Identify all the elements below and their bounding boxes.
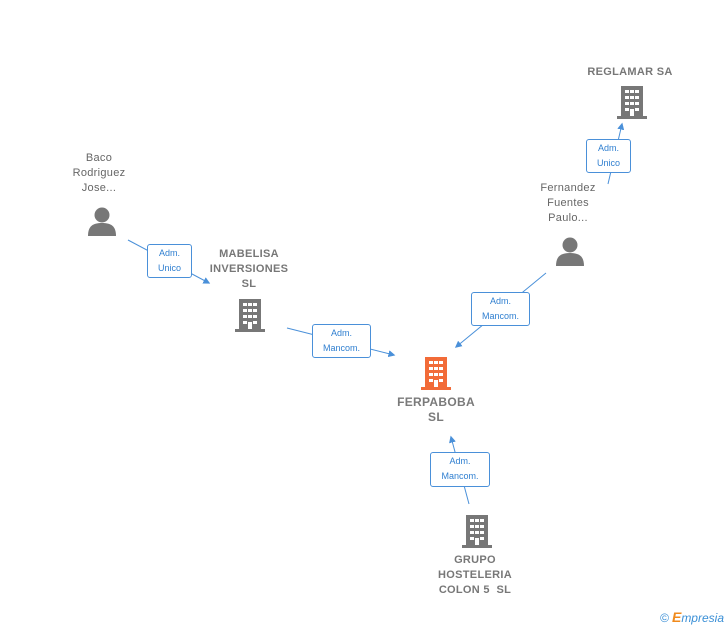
label-line: Fernandez bbox=[540, 182, 596, 194]
label-line: Rodriguez bbox=[72, 167, 126, 179]
node-label-ferpaboba: FERPABOBA SL bbox=[376, 395, 496, 425]
empresia-brand[interactable]: ©Empresia bbox=[660, 609, 724, 625]
edge-label-grupo-ferpaboba[interactable]: Adm. Mancom. bbox=[430, 452, 490, 487]
edge-role: Adm. bbox=[330, 328, 352, 338]
edge-role-type: Unico bbox=[596, 158, 620, 168]
label-line: Baco bbox=[85, 152, 113, 164]
edge-label-baco-mabelisa[interactable]: Adm. Unico bbox=[147, 244, 192, 278]
copyright-symbol: © bbox=[660, 611, 669, 625]
brand-initial: E bbox=[671, 609, 682, 625]
label-line: Fuentes bbox=[547, 197, 589, 209]
brand-name: mpresia bbox=[681, 611, 724, 625]
edge-label-fernandez-reglamar[interactable]: Adm. Unico bbox=[586, 139, 631, 173]
node-label-baco: Baco Rodriguez Jose... bbox=[49, 151, 149, 196]
edge-role: Adm. bbox=[597, 143, 619, 153]
edge-role-type: Mancom. bbox=[441, 471, 479, 481]
edge-label-mabelisa-ferpaboba[interactable]: Adm. Mancom. bbox=[312, 324, 371, 358]
label-line: SL bbox=[428, 410, 444, 424]
label-line: HOSTELERIA bbox=[438, 569, 512, 581]
node-label-fernandez: Fernandez Fuentes Paulo... bbox=[518, 181, 618, 226]
building-icon[interactable] bbox=[235, 299, 265, 332]
label-line: GRUPO bbox=[454, 554, 496, 566]
label-line: Jose... bbox=[81, 182, 117, 194]
label-line: Paulo... bbox=[548, 212, 588, 224]
node-label-mabelisa: MABELISA INVERSIONES SL bbox=[189, 247, 309, 292]
label-line: SL bbox=[241, 278, 257, 290]
edge-role-type: Unico bbox=[157, 263, 181, 273]
person-icon[interactable] bbox=[555, 236, 585, 266]
edge-role: Adm. bbox=[158, 248, 180, 258]
edge-role: Adm. bbox=[449, 456, 471, 466]
label-line: FERPABOBA bbox=[397, 395, 475, 409]
node-label-grupo: GRUPO HOSTELERIA COLON 5 SL bbox=[415, 553, 535, 598]
node-label-reglamar: REGLAMAR SA bbox=[587, 66, 673, 78]
edge-role-type: Mancom. bbox=[481, 311, 519, 321]
building-icon[interactable] bbox=[462, 515, 492, 548]
label-line: INVERSIONES bbox=[209, 263, 289, 275]
person-icon[interactable] bbox=[87, 206, 117, 236]
edge-role: Adm. bbox=[489, 296, 511, 306]
edge-role-type: Mancom. bbox=[322, 343, 360, 353]
label-line: MABELISA bbox=[219, 248, 279, 260]
edge-label-fernandez-ferpaboba[interactable]: Adm. Mancom. bbox=[471, 292, 530, 326]
label-line: COLON 5 SL bbox=[438, 584, 512, 596]
building-icon[interactable] bbox=[421, 357, 451, 390]
building-icon[interactable] bbox=[617, 86, 647, 119]
